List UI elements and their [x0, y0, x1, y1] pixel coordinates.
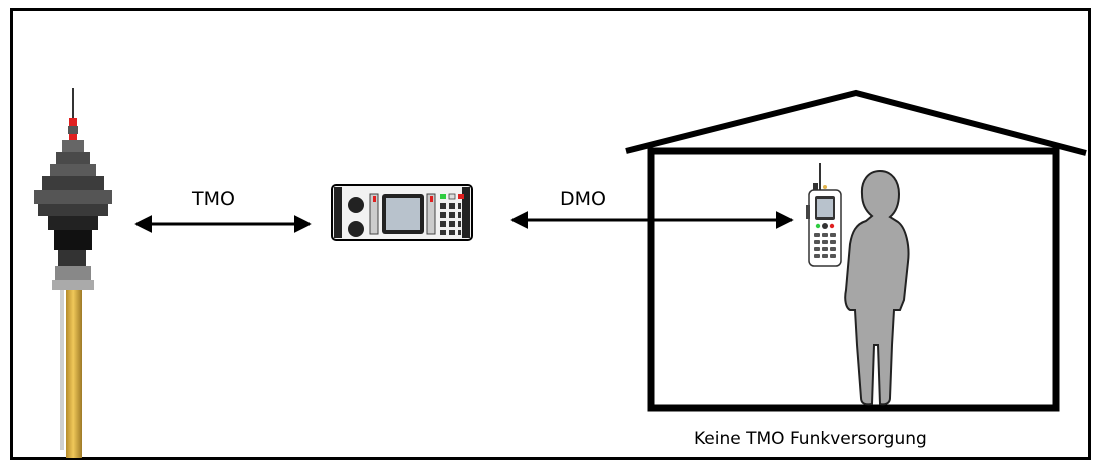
person-silhouette-icon: [845, 171, 908, 404]
handheld-radio-icon: [806, 163, 841, 266]
dmo-label: DMO: [560, 188, 606, 210]
repeater-radio-icon: [332, 185, 472, 240]
tv-tower-icon: [34, 88, 112, 458]
tmo-label: TMO: [192, 188, 235, 210]
house-caption: Keine TMO Funkversorgung: [694, 429, 927, 449]
